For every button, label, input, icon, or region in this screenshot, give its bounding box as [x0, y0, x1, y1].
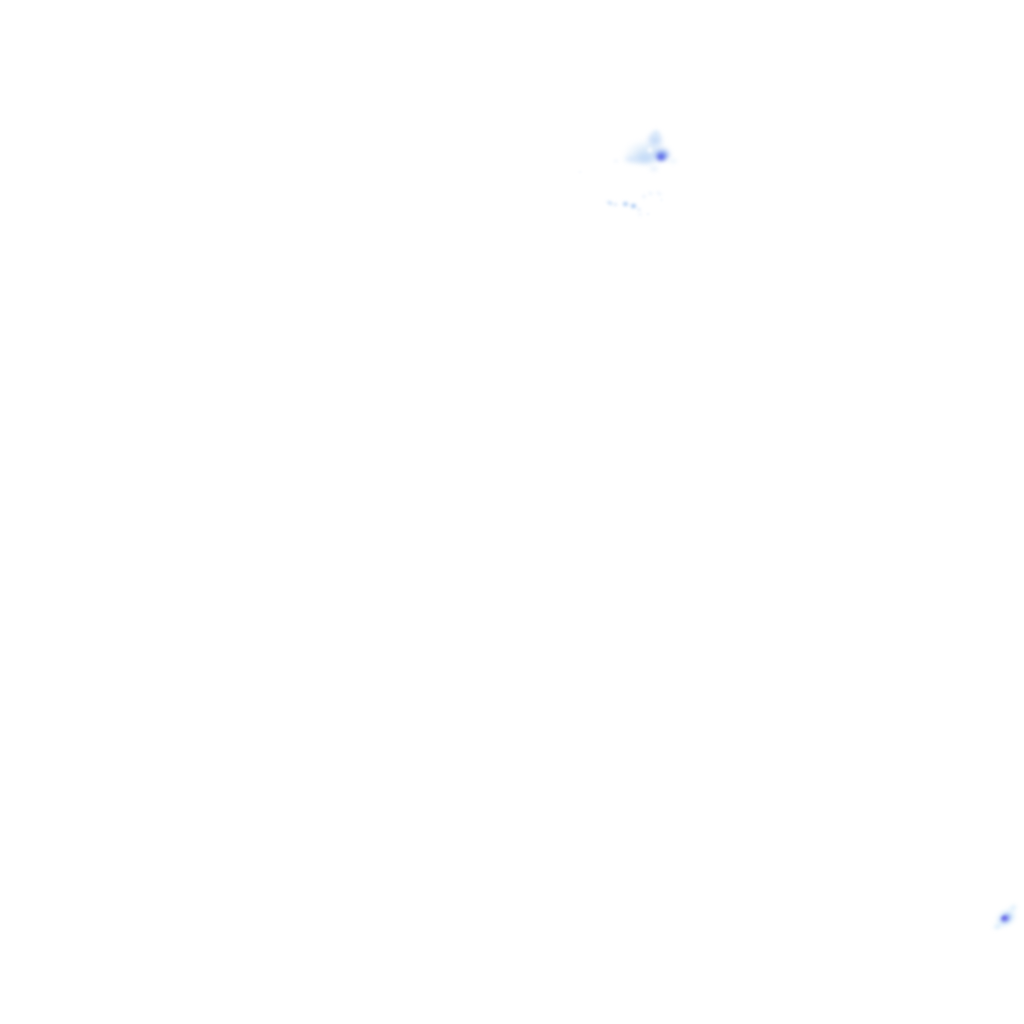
storm-cell-north-echo: [647, 147, 653, 153]
storm-cell-north-echo: [649, 166, 659, 172]
storm-cell-southeast-echo: [992, 905, 1020, 931]
shower-band-south-echo: [659, 198, 663, 202]
storm-cell-north-echo: [578, 171, 582, 173]
storm-cell-north-echo: [652, 129, 660, 139]
shower-band-south-echo: [605, 199, 615, 207]
storm-cell-north-echo: [624, 140, 672, 166]
storm-cell-north-echo: [613, 159, 619, 163]
shower-band-south-echo: [621, 201, 629, 207]
storm-cell-north-echo: [646, 131, 664, 149]
storm-cell-southeast-echo: [998, 912, 1012, 924]
shower-band-south-echo: [654, 189, 664, 197]
storm-cell-southeast-echo: [1000, 914, 1008, 922]
storm-cell-southeast-echo: [991, 921, 1003, 931]
storm-cell-north-echo: [668, 158, 678, 164]
storm-cell-north-echo: [653, 148, 671, 162]
shower-band-south-echo: [637, 207, 641, 211]
storm-cell-southeast-echo: [1007, 902, 1019, 914]
storm-cell-north-echo: [633, 151, 657, 165]
shower-band-south-echo: [612, 201, 618, 207]
shower-band-south-echo: [646, 212, 650, 216]
storm-cell-north-echo: [622, 154, 644, 164]
shower-band-south-echo: [637, 212, 643, 216]
shower-band-south-echo: [642, 194, 646, 198]
storm-cell-north-echo: [656, 153, 666, 161]
shower-band-south-echo: [629, 203, 637, 209]
shower-band-south-echo: [647, 190, 653, 196]
